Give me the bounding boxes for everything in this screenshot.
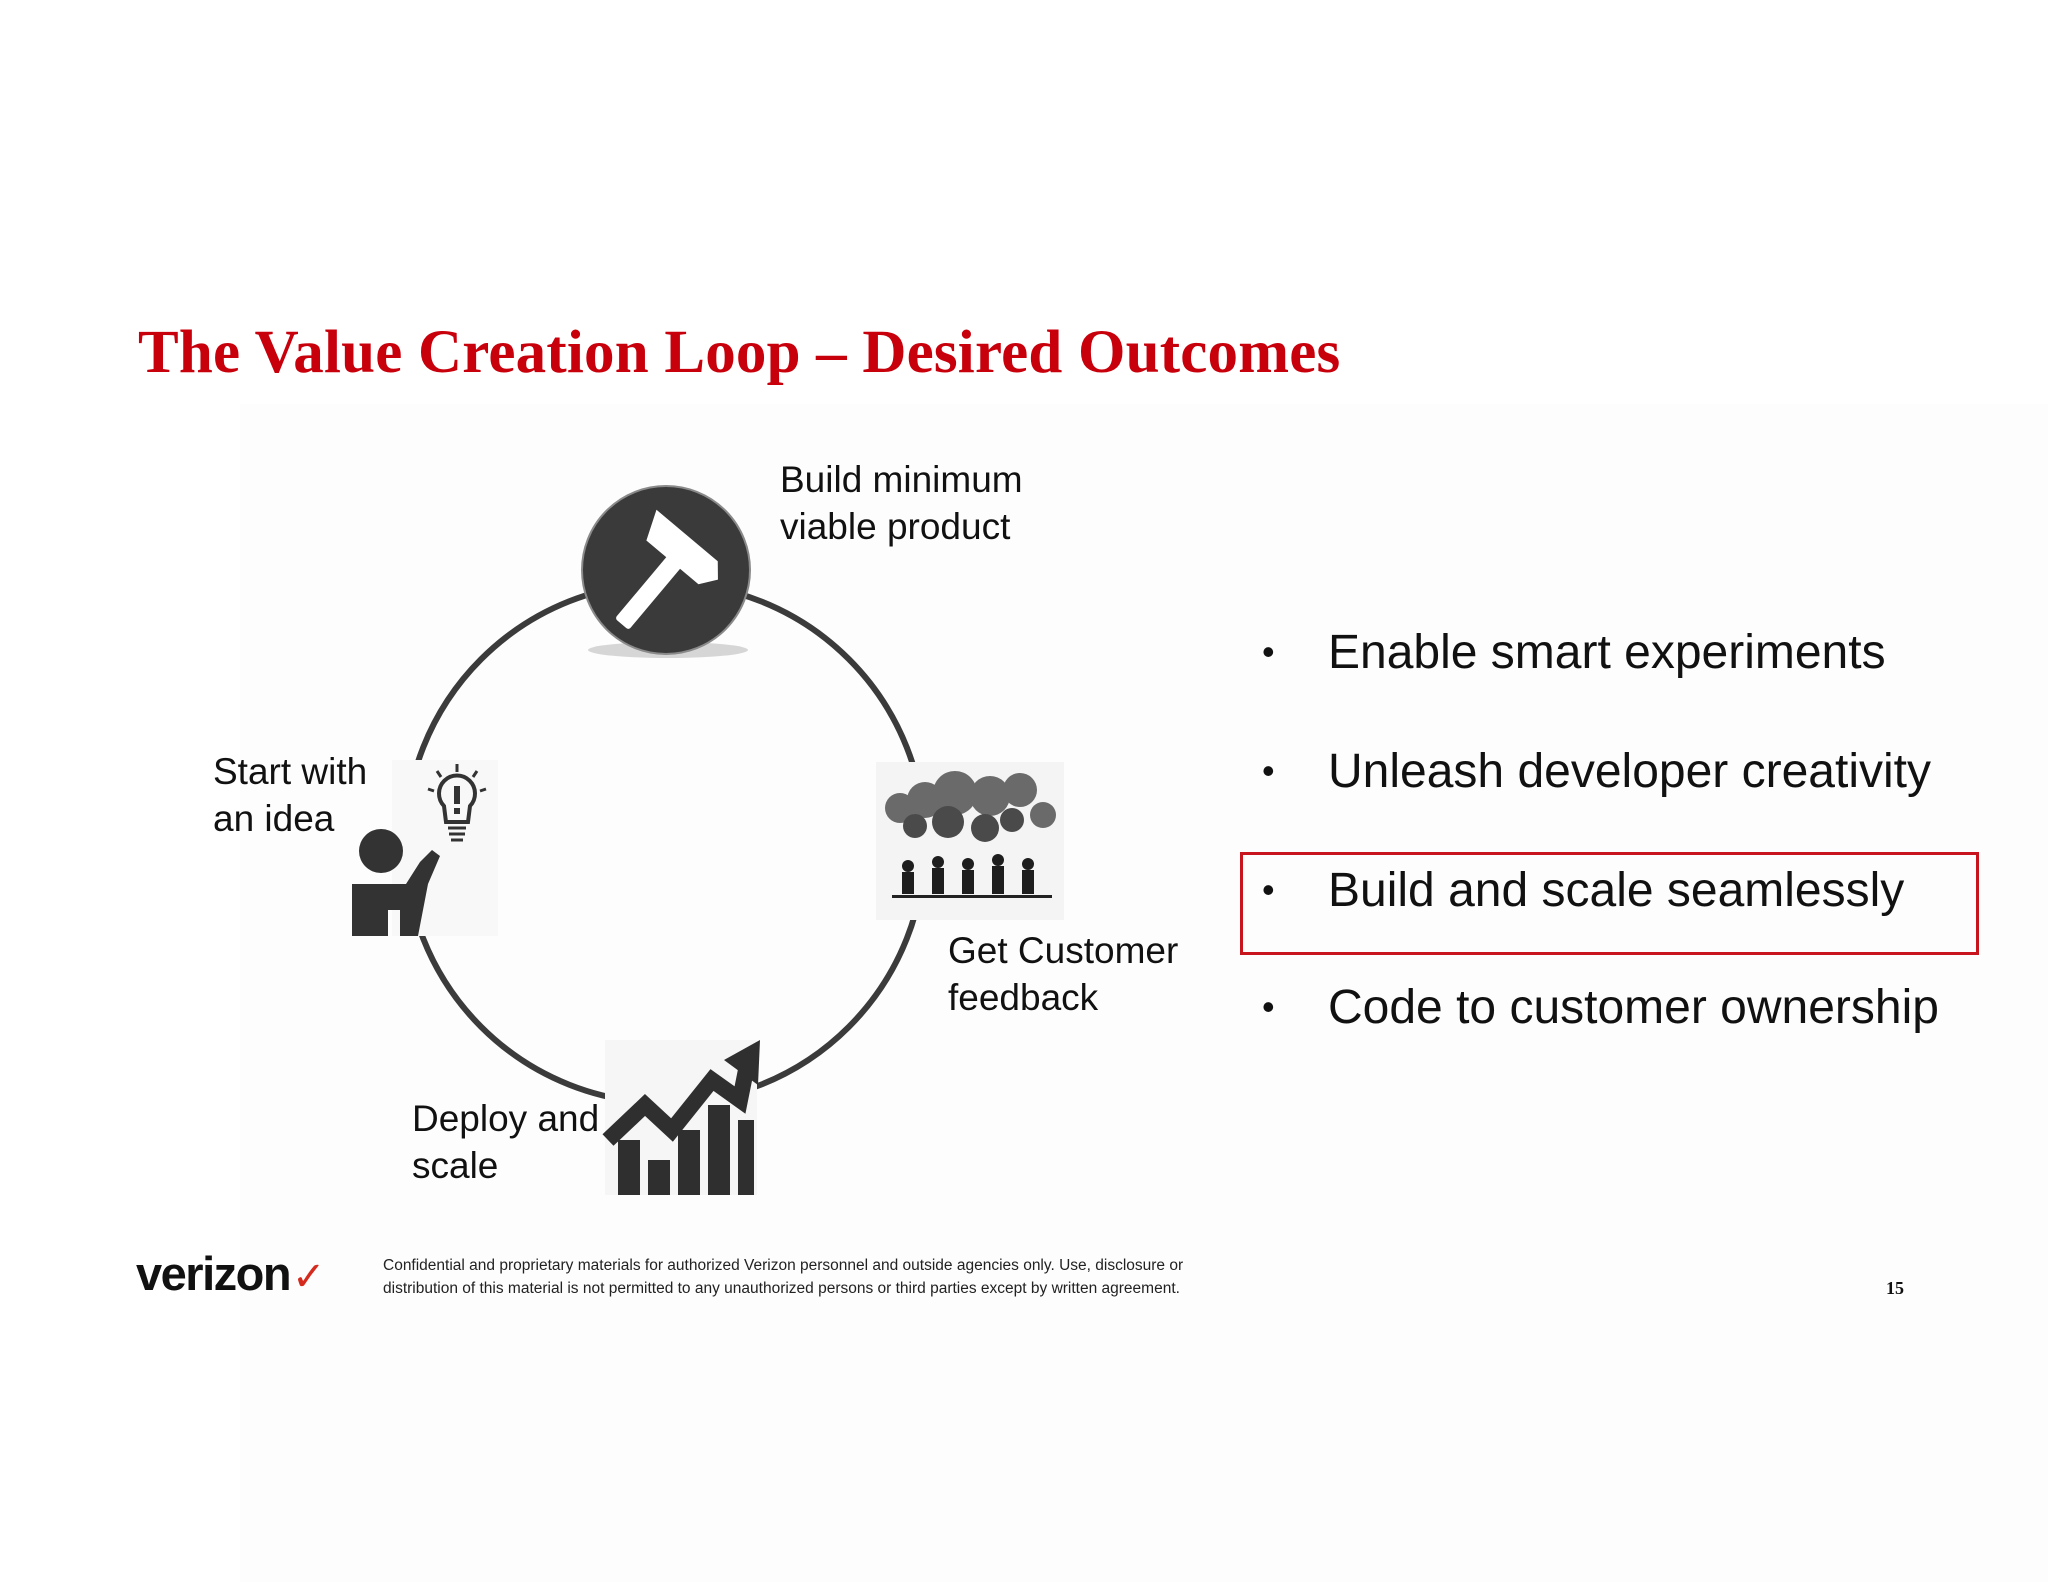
lightbulb-idea-icon [352,760,498,936]
outcome-text: Build and scale seamlessly [1328,863,1905,917]
bullet-glyph: • [1262,869,1275,910]
outcome-item: • Enable smart experiments [1258,622,1886,682]
bullet-glyph: • [1262,750,1275,791]
outcome-item: • Code to customer ownership [1258,977,1939,1037]
stage-label-start-idea: Start with an idea [213,751,368,839]
highlight-box [1240,852,1979,955]
outcome-item-highlighted: • Build and scale seamlessly [1258,860,1904,920]
outcome-text: Enable smart experiments [1328,625,1886,679]
stage-label-deploy-scale: Deploy and scale [412,1098,600,1186]
bullet-glyph: • [1262,631,1275,672]
stage-label-customer-feedback: Get Customer feedback [948,930,1179,1018]
confidentiality-notice: Confidential and proprietary materials f… [383,1257,1184,1297]
bullet-glyph: • [1262,986,1275,1027]
outcome-text: Unleash developer creativity [1328,744,1931,798]
rising-chart-icon [602,1040,760,1195]
slide-title: The Value Creation Loop – Desired Outcom… [138,319,1341,386]
logo-wordmark: verizon [136,1247,292,1300]
outcome-item: • Unleash developer creativity [1258,741,1931,801]
verizon-logo: verizon✓ [136,1246,326,1301]
content-panel-background [240,404,2048,1582]
speech-bubbles-meeting-icon [876,762,1064,920]
page-number: 15 [1886,1278,1904,1298]
outcome-text: Code to customer ownership [1328,980,1939,1034]
logo-check-mark: ✓ [292,1255,326,1299]
hammer-icon [581,485,751,658]
stage-label-build-mvp: Build minimum viable product [780,459,1023,547]
